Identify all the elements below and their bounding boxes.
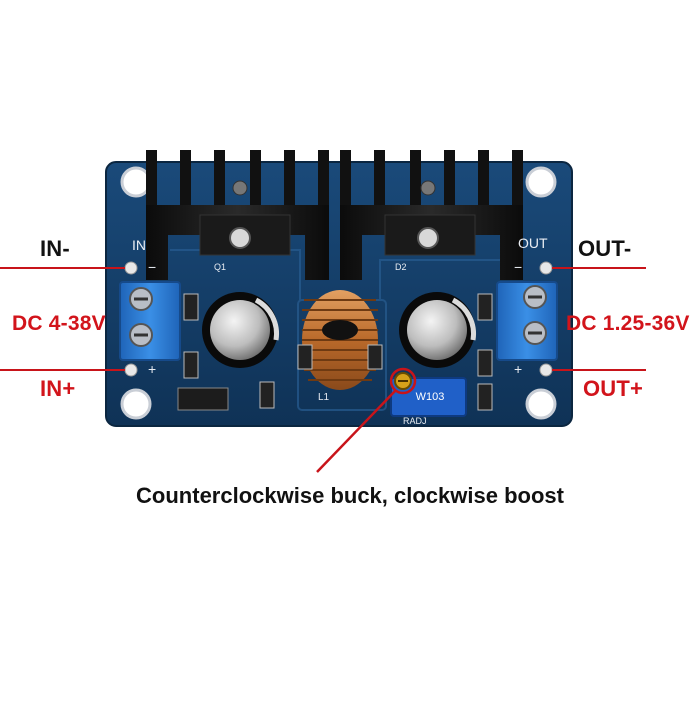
- label-output-negative: OUT-: [578, 236, 632, 261]
- heatsink-left: [146, 150, 329, 280]
- callout-lines: [0, 267, 646, 371]
- silk-plus-left: +: [148, 361, 156, 377]
- adjust-potentiometer: W103: [390, 372, 467, 417]
- input-capacitor: [202, 292, 279, 368]
- silk-in: IN: [132, 237, 146, 253]
- heatsink-right: [340, 150, 523, 280]
- input-screw-terminal: [119, 281, 181, 361]
- pot-marking: W103: [416, 391, 445, 403]
- output-screw-terminal: [496, 281, 558, 361]
- label-input-negative: IN-: [40, 236, 70, 261]
- silk-minus-left: −: [148, 259, 156, 275]
- adjust-pointer: [316, 367, 417, 473]
- label-input-voltage-range: DC 4-38V: [12, 312, 106, 335]
- silk-plus-right: +: [514, 361, 522, 377]
- silk-radj: RADJ: [403, 416, 427, 426]
- toroid-inductor: [302, 290, 378, 390]
- label-output-positive: OUT+: [583, 376, 644, 401]
- silk-minus-right: −: [514, 259, 522, 275]
- silk-d2: D2: [395, 262, 407, 272]
- silk-l1: L1: [318, 392, 330, 403]
- silk-q1: Q1: [214, 262, 226, 272]
- adjustment-caption: Counterclockwise buck, clockwise boost: [136, 483, 564, 508]
- label-input-positive: IN+: [40, 376, 76, 401]
- output-capacitor: [399, 292, 476, 368]
- silk-out: OUT: [518, 235, 548, 251]
- smd-components: [177, 293, 493, 411]
- label-output-voltage-range: DC 1.25-36V: [566, 312, 690, 335]
